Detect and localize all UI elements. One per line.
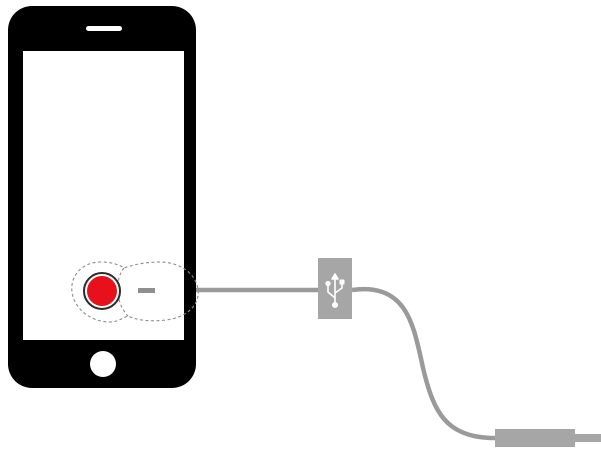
earpiece-speaker	[86, 26, 122, 31]
record-button-icon	[84, 273, 120, 309]
home-button	[90, 351, 116, 377]
smartphone	[8, 6, 196, 388]
usb-plug-body	[495, 429, 575, 447]
usb-plug	[495, 429, 601, 447]
cable-segment-curve	[352, 289, 500, 438]
usb-plug-tip	[575, 434, 601, 442]
record-button-fill	[87, 276, 117, 306]
port-dash-icon	[138, 288, 155, 293]
usb-connector	[318, 258, 352, 319]
